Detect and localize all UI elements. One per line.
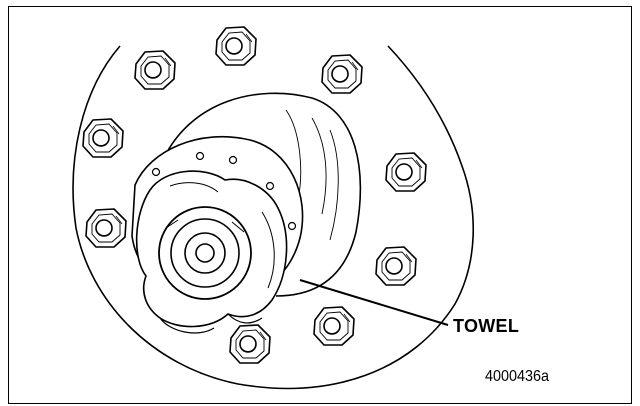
hub-drawing bbox=[72, 26, 475, 390]
wheel-stud-nut bbox=[313, 306, 355, 346]
callout-leader-line bbox=[299, 279, 449, 326]
wheel-stud-nut bbox=[134, 50, 176, 90]
wheel-stud-nut bbox=[385, 152, 427, 192]
wheel-stud-nut bbox=[215, 26, 257, 66]
wheel-stud-nut bbox=[321, 54, 363, 94]
wheel-stud-nut bbox=[85, 208, 127, 248]
towel-callout-label: TOWEL bbox=[453, 316, 520, 336]
brake-drum-outline bbox=[72, 45, 475, 390]
wheel-stud-nut bbox=[229, 324, 271, 364]
wheel-stud-nut bbox=[375, 246, 417, 286]
figure-number: 4000436a bbox=[485, 368, 550, 385]
spindle-center bbox=[195, 243, 215, 263]
wheel-stud-nut bbox=[82, 118, 124, 158]
